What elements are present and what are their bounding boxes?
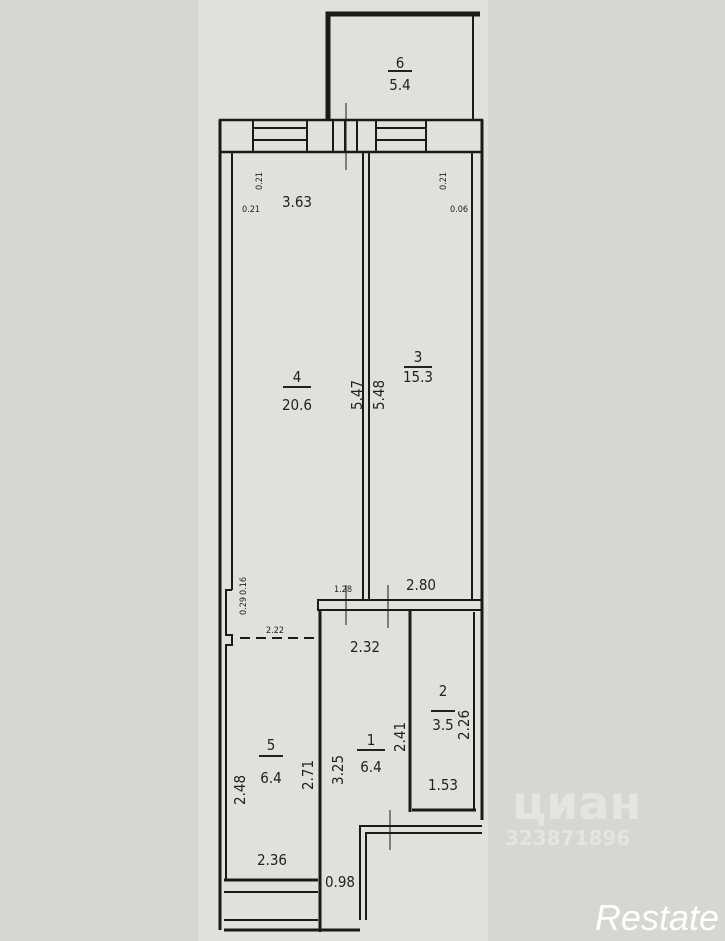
window-top-left [252,120,308,152]
partition-wall [362,151,370,601]
room-4-area: 20.6 [282,396,312,414]
dim-label: 3.25 [329,755,347,785]
dim-label: 2.36 [257,851,287,869]
listing-id-watermark: 323871896 [505,826,631,850]
dim-label: 0.06 [450,205,468,215]
cian-watermark: циан [512,776,642,830]
dim-label: 1.53 [428,776,458,794]
room-3-area: 15.3 [403,368,433,386]
dim-label: 2.26 [455,710,473,740]
top-wall [218,118,484,154]
dim-label: 5.47 [348,380,366,410]
dim-label: 2.32 [350,638,380,656]
room-2-area: 3.5 [432,716,453,734]
dim-label: 1.28 [334,585,352,595]
restate-logo: Restate [594,897,719,938]
room-5-area: 6.4 [260,769,281,787]
dim-label: 2.41 [391,722,409,752]
walls [218,11,484,932]
room-3-number: 3 [414,348,423,366]
dim-label: 2.48 [231,775,249,805]
room-6-number: 6 [396,54,405,72]
plan-paper [198,0,488,941]
room-6-area: 5.4 [389,76,410,94]
room-1-number: 1 [367,731,376,749]
room-2-number: 2 [439,682,448,700]
dimension-labels: 3.63 0.21 0.21 0.21 0.06 5.47 5.48 0.16 … [231,172,473,891]
dim-label: 0.21 [255,172,265,190]
dim-label: 0.29 [239,597,249,615]
room-4-number: 4 [293,368,302,386]
balcony-wall [325,11,480,120]
dim-label: 3.63 [282,193,312,211]
dim-label: 0.21 [439,172,449,190]
dim-label: 0.16 [239,577,249,595]
dim-label: 2.22 [266,626,284,636]
dim-label: 0.21 [242,205,260,215]
balcony-door [332,103,358,170]
dim-label: 0.98 [325,873,355,891]
room-labels: 6 5.4 4 20.6 3 15.3 1 6.4 2 3.5 5 6.4 [259,54,455,787]
dim-label: 2.80 [406,576,436,594]
dim-label: 2.71 [299,760,317,790]
room-1-area: 6.4 [360,758,381,776]
room-5-number: 5 [267,736,276,754]
window-top-right [375,120,427,152]
dim-label: 5.48 [370,380,388,410]
